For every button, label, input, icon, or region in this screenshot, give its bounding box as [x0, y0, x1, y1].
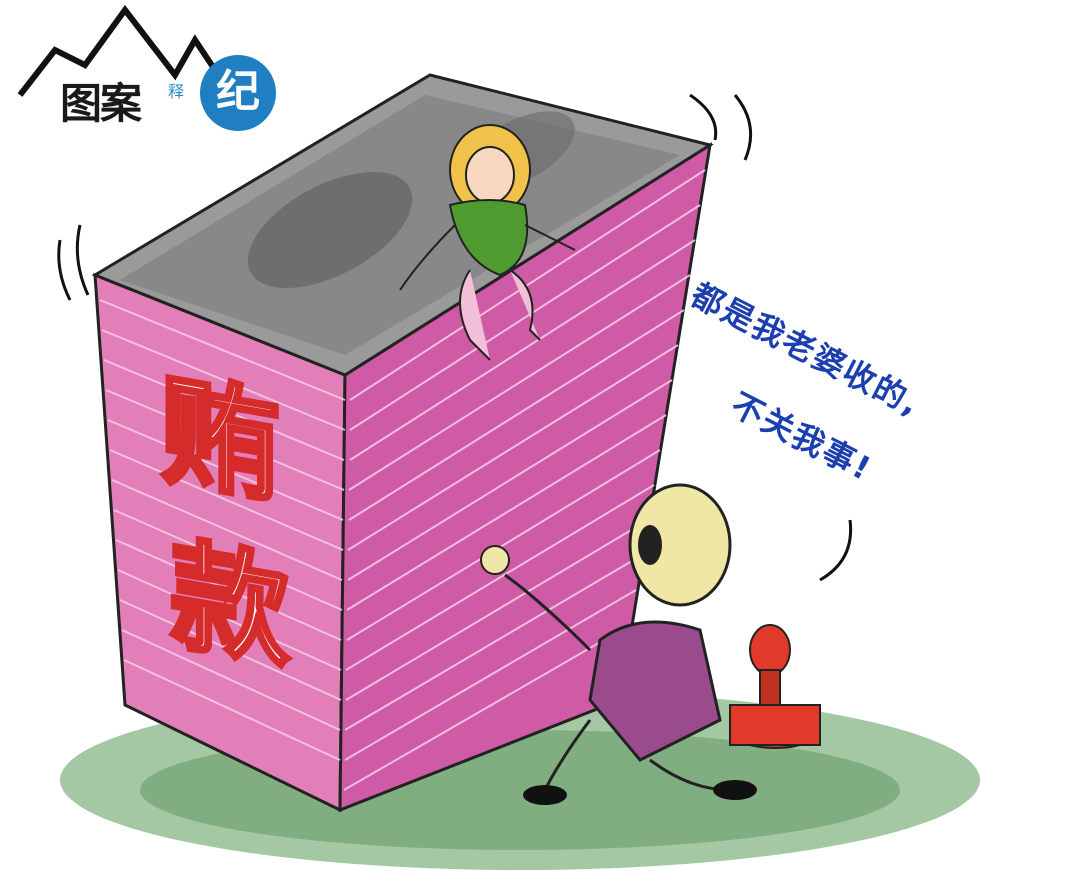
motion-marks: [57, 93, 853, 582]
stack-word-1: 贿: [158, 356, 282, 522]
woman-figure: [399, 124, 576, 361]
logo-main-text: 图案: [60, 79, 142, 128]
logo-circle-text: 纪: [200, 55, 276, 131]
logo: 图案 释 纪: [0, 0, 300, 140]
man-figure: [480, 483, 757, 805]
mountain-icon: [17, 4, 218, 97]
stack-paper-lines: [99, 169, 706, 791]
stack-word-2: 款: [168, 521, 292, 687]
logo-small-text: 释: [168, 82, 185, 101]
stamp-object: [729, 624, 821, 749]
